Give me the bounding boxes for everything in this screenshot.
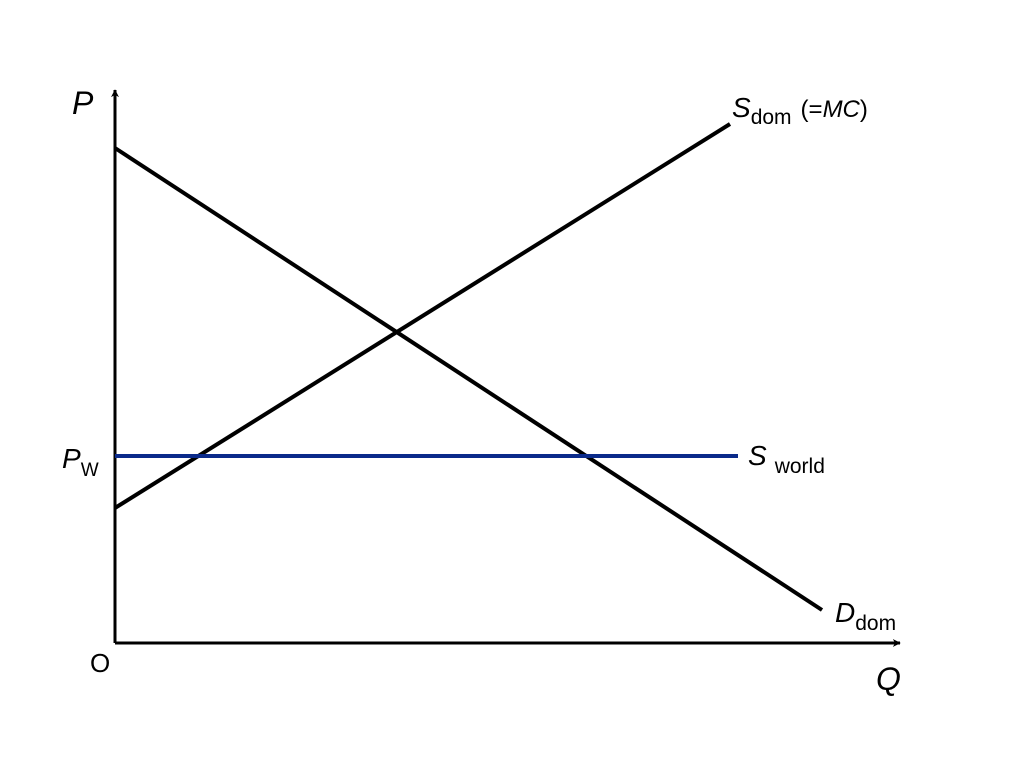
domestic-supply-subscript: dom	[751, 106, 792, 129]
domestic-demand-curve	[113, 146, 824, 612]
domestic-supply-note-close: )	[860, 96, 868, 123]
domestic-supply-note-main: MC	[823, 96, 861, 123]
world-price-label-main: P	[62, 443, 81, 474]
world-price-label-subscript: W	[81, 460, 99, 481]
domestic-supply-note-open: (=	[801, 96, 823, 123]
domestic-supply-curve	[113, 122, 732, 510]
world-supply-symbol: S	[748, 440, 767, 471]
domestic-demand-symbol: D	[835, 597, 855, 628]
x-axis-label: Q	[876, 661, 901, 697]
y-axis-label: P	[72, 85, 94, 121]
domestic-demand-label: Ddom	[835, 597, 896, 635]
world-supply-subscript: world	[774, 455, 825, 478]
domestic-supply-label: Sdom (=MC)	[732, 92, 868, 129]
domestic-demand-subscript: dom	[855, 612, 896, 635]
origin-label: O	[90, 648, 110, 678]
domestic-supply-symbol: S	[732, 92, 751, 123]
world-price-label: PW	[62, 443, 99, 481]
